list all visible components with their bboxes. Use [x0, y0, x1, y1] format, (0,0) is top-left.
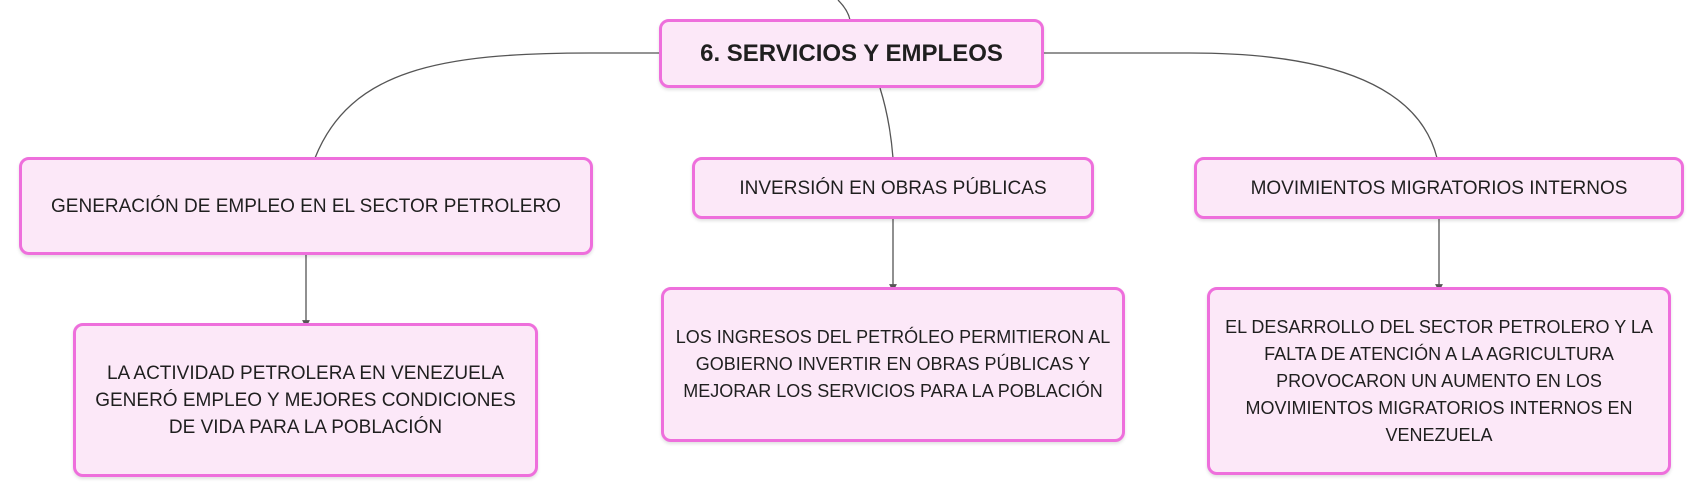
- link-root-to-branch-1: [314, 52, 660, 159]
- detail-node-3[interactable]: EL DESARROLLO DEL SECTOR PETROLERO Y LA …: [1207, 287, 1671, 475]
- link-from-parent: [837, 0, 851, 21]
- branch-node-3[interactable]: MOVIMIENTOS MIGRATORIOS INTERNOS: [1194, 157, 1684, 219]
- branch-node-2[interactable]: INVERSIÓN EN OBRAS PÚBLICAS: [692, 157, 1094, 219]
- root-node[interactable]: 6. SERVICIOS Y EMPLEOS: [659, 19, 1044, 88]
- branch-node-1[interactable]: GENERACIÓN DE EMPLEO EN EL SECTOR PETROL…: [19, 157, 593, 255]
- detail-node-1[interactable]: LA ACTIVIDAD PETROLERA EN VENEZUELA GENE…: [73, 323, 538, 477]
- link-root-to-branch-3: [1043, 52, 1438, 159]
- detail-node-2[interactable]: LOS INGRESOS DEL PETRÓLEO PERMITIERON AL…: [661, 287, 1125, 442]
- link-root-to-branch-2: [879, 87, 894, 159]
